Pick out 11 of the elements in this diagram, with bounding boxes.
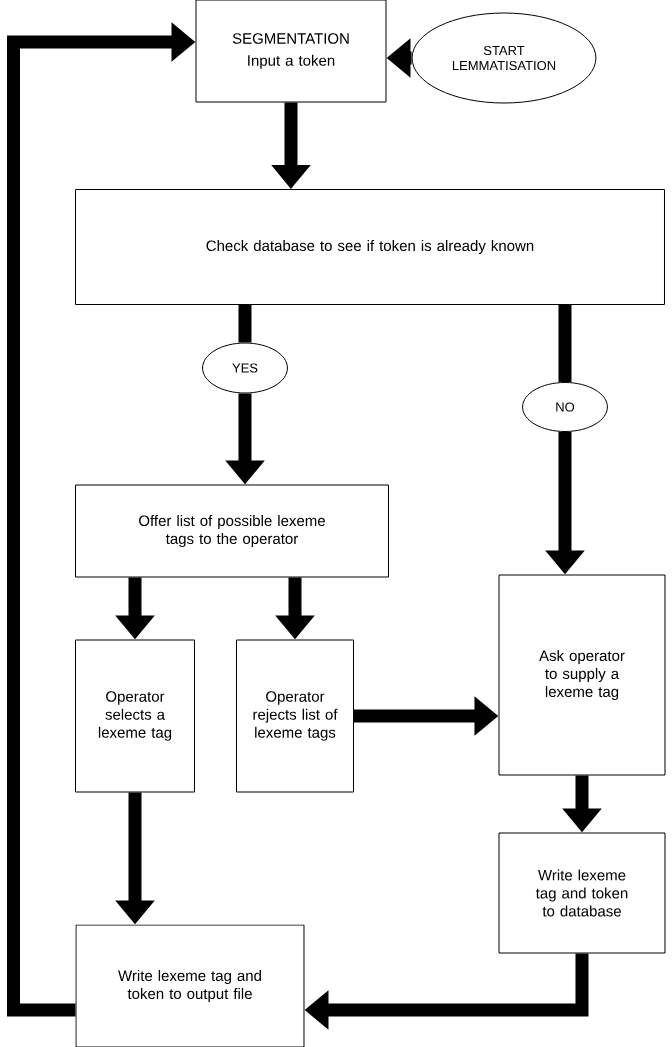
process-box: Write lexeme tag and token to database <box>498 832 666 954</box>
process-box: Offer list of possible lexeme tags to the operator <box>75 484 389 578</box>
start-oval: START LEMMATISATION <box>411 12 597 104</box>
process-box: Operator rejects list of lexeme tags <box>236 639 354 793</box>
oval-label: NO <box>522 382 608 432</box>
process-box: Operator selects a lexeme tag <box>75 639 195 793</box>
process-box: SEGMENTATION Input a token <box>195 0 387 103</box>
process-box: Ask operator to supply a lexeme tag <box>498 574 666 776</box>
oval-label: YES <box>202 342 288 394</box>
process-box: Check database to see if token is already known <box>75 189 665 305</box>
process-box: Write lexeme tag and token to output file <box>75 924 305 1047</box>
